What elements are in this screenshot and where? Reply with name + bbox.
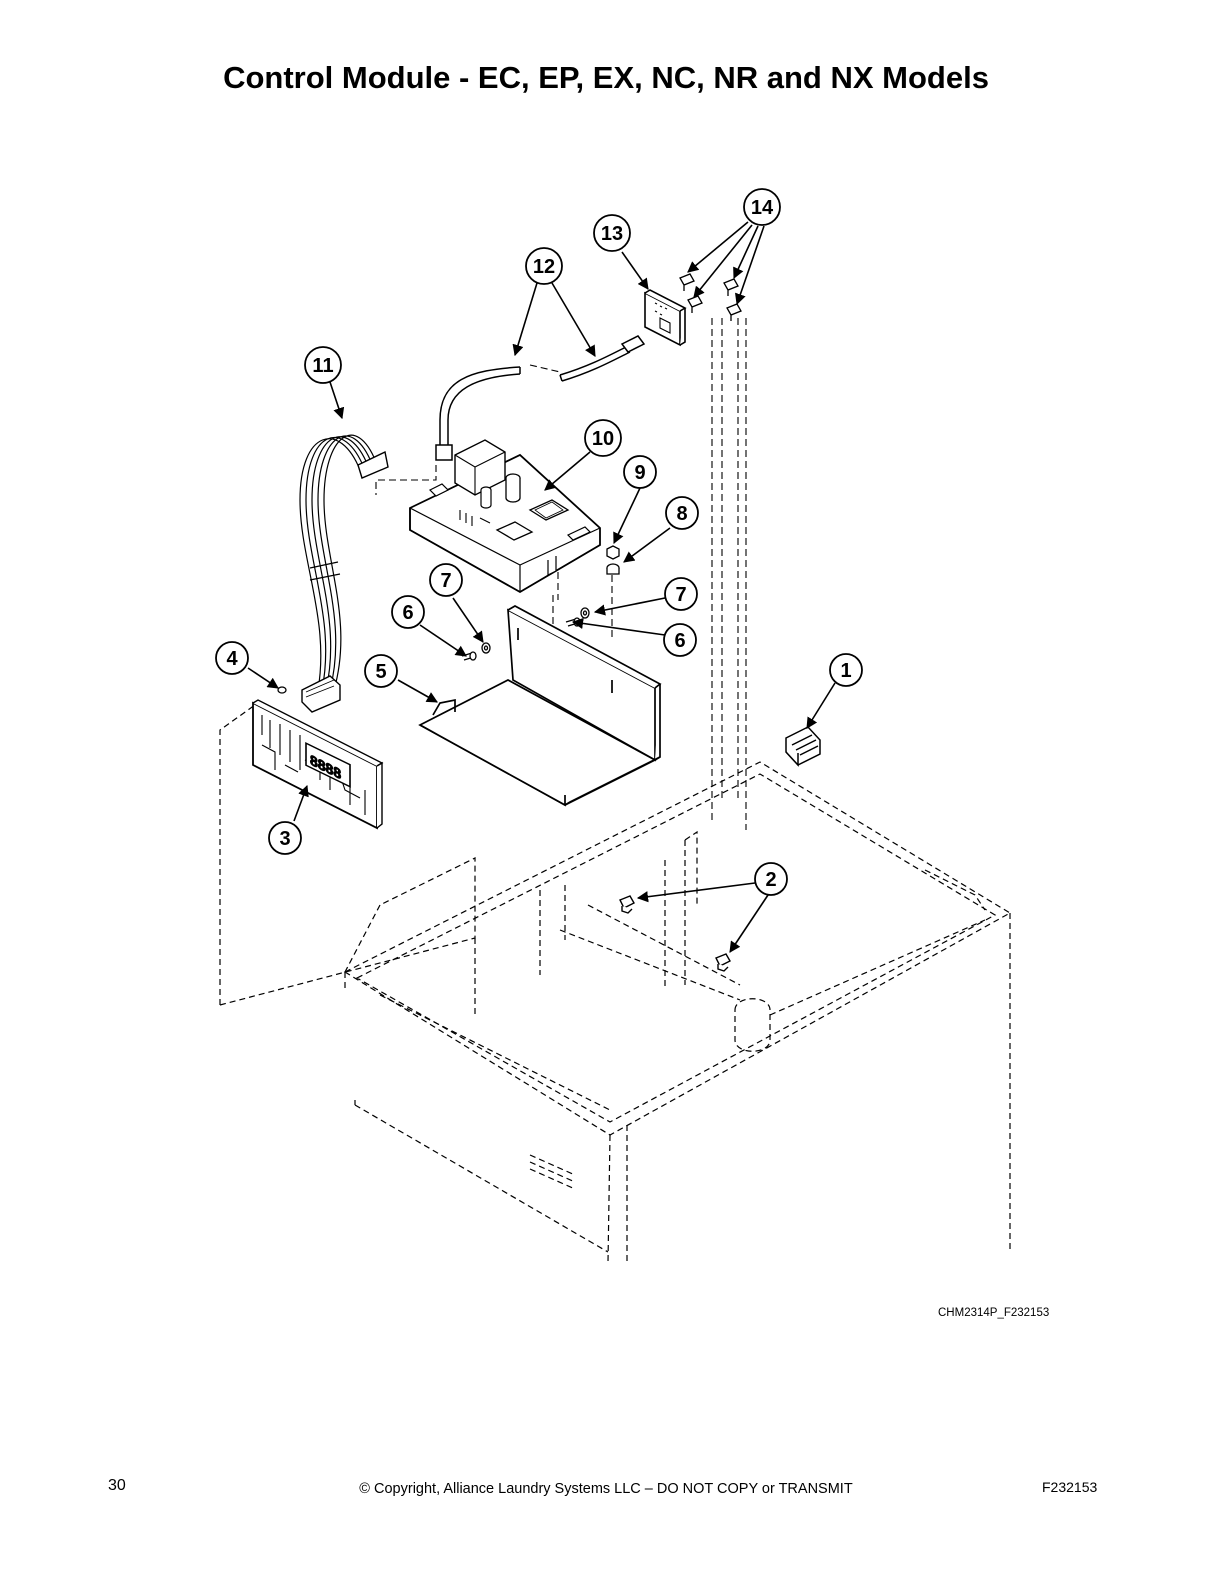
mounting-nuts-part	[619, 895, 731, 972]
svg-text:4: 4	[226, 648, 238, 670]
svg-text:14: 14	[751, 197, 774, 219]
callout-6-left: 6	[391, 595, 425, 629]
svg-text:11: 11	[312, 355, 333, 377]
callout-4: 4	[215, 641, 249, 675]
callout-8: 8	[665, 496, 699, 530]
callout-3: 3	[268, 821, 302, 855]
callout-1: 1	[829, 653, 863, 687]
callout-2: 2	[754, 862, 788, 896]
standoff-and-screw	[606, 545, 620, 575]
svg-text:2: 2	[765, 869, 776, 891]
svg-text:7: 7	[440, 570, 451, 592]
standoff-clips	[679, 273, 742, 321]
figure-code: CHM2314P_F232153	[938, 1307, 1050, 1319]
callout-13: 13	[593, 214, 631, 252]
svg-text:1: 1	[840, 660, 851, 682]
svg-text:12: 12	[533, 256, 555, 278]
callout-12: 12	[525, 247, 563, 285]
display-control-board: 8888	[252, 699, 384, 830]
callout-7-left: 7	[429, 563, 463, 597]
machine-cabinet-outline	[343, 761, 1012, 1263]
callout-11: 11	[304, 346, 342, 384]
interface-board	[644, 289, 687, 347]
svg-text:9: 9	[634, 462, 645, 484]
svg-text:6: 6	[402, 602, 413, 624]
terminal-block-part	[785, 726, 821, 767]
machine-control-board	[409, 439, 601, 594]
page-title: Control Module - EC, EP, EX, NC, NR and …	[223, 60, 989, 95]
callout-9: 9	[623, 455, 657, 489]
screw-part-4	[277, 686, 287, 694]
svg-text:13: 13	[601, 223, 623, 245]
module-bracket	[418, 605, 662, 807]
callout-14: 14	[743, 188, 781, 226]
document-code: F232153	[1042, 1479, 1098, 1495]
callout-7-right: 7	[664, 577, 698, 611]
wire-harness	[299, 434, 389, 713]
leader-lines	[247, 221, 836, 953]
callout-6-right: 6	[663, 623, 697, 657]
svg-text:8: 8	[676, 503, 687, 525]
svg-text:7: 7	[675, 584, 686, 606]
callout-10: 10	[584, 419, 622, 457]
copyright-notice: © Copyright, Alliance Laundry Systems LL…	[359, 1481, 853, 1497]
svg-text:3: 3	[279, 828, 290, 850]
svg-text:5: 5	[375, 661, 386, 683]
interface-cable	[435, 335, 646, 461]
console-bracket-outline	[219, 704, 476, 1015]
callout-5: 5	[364, 654, 398, 688]
svg-text:6: 6	[674, 630, 685, 652]
page-number: 30	[108, 1477, 126, 1494]
svg-text:10: 10	[592, 428, 614, 450]
